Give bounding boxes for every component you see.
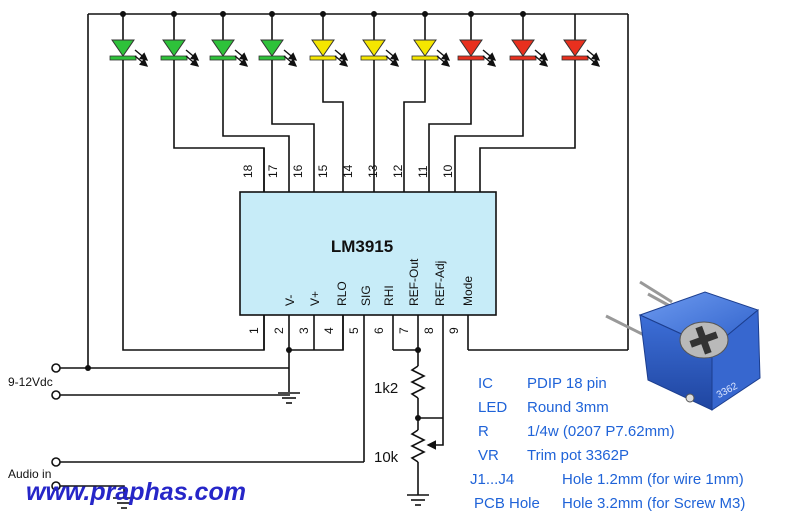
- signal-name: REF-Out: [407, 258, 421, 306]
- pin-number: 14: [341, 164, 355, 178]
- spec-key: LED: [478, 399, 507, 416]
- ic-body: [239, 191, 497, 316]
- pin-number: 15: [316, 164, 330, 178]
- pin-number: 13: [366, 164, 380, 178]
- spec-value: 1/4w (0207 P7.62mm): [527, 423, 675, 440]
- pin-number: 9: [447, 327, 461, 334]
- ground-symbol: [278, 392, 300, 404]
- led-red: [561, 14, 601, 67]
- spec-key: J1...J4: [470, 471, 514, 488]
- signal-name: RLO: [335, 281, 349, 306]
- signal-name: Mode: [461, 276, 475, 306]
- signal-name: V-: [283, 295, 297, 306]
- top-pin-numbers: 18 17 16 15 14 13 12 11 10: [241, 164, 455, 178]
- ic-signal-names: V- V+ RLO SIG RHI REF-Out REF-Adj Mode: [283, 258, 475, 306]
- led-green: [209, 14, 249, 67]
- pin-number: 1: [247, 327, 261, 334]
- spec-key: PCB Hole: [474, 495, 540, 512]
- pin-number: 10: [441, 164, 455, 178]
- spec-value: PDIP 18 pin: [527, 375, 607, 392]
- led-yellow: [360, 14, 400, 67]
- ground-symbol: [113, 497, 135, 509]
- pin-number: 4: [322, 327, 336, 334]
- spec-value: Hole 3.2mm (for Screw M3): [562, 495, 745, 512]
- signal-name: V+: [308, 291, 322, 306]
- led-wiring: [122, 62, 576, 351]
- trimpot-illustration: 3362: [605, 280, 761, 411]
- ground-symbol: [407, 494, 429, 506]
- led-yellow: [309, 14, 349, 67]
- audio-label: Audio in: [8, 467, 51, 481]
- signal-name: SIG: [359, 285, 373, 306]
- ic-name: LM3915: [331, 237, 393, 256]
- pin-number: 3: [297, 327, 311, 334]
- pin-number: 6: [372, 327, 386, 334]
- led-red: [509, 14, 549, 67]
- led-red: [457, 14, 497, 67]
- signal-name: REF-Adj: [433, 261, 447, 306]
- bottom-pin-numbers: 1 2 3 4 5 6 7 8 9: [247, 327, 461, 334]
- spec-key: IC: [478, 375, 493, 392]
- spec-key: R: [478, 423, 489, 440]
- led-green: [160, 14, 200, 67]
- led-yellow: [411, 14, 451, 67]
- signal-name: RHI: [382, 285, 396, 306]
- led-green: [258, 14, 298, 67]
- led-green: [109, 14, 149, 67]
- spec-key: VR: [478, 447, 499, 464]
- pin-number: 16: [291, 164, 305, 178]
- pin-number: 8: [422, 327, 436, 334]
- spec-value: Trim pot 3362P: [527, 447, 629, 464]
- pin-number: 11: [416, 165, 430, 178]
- pot-label: 10k: [374, 449, 399, 466]
- junction-dots: [85, 11, 526, 421]
- resistor-label: 1k2: [374, 380, 398, 397]
- terminals: [51, 363, 61, 491]
- supply-label: 9-12Vdc: [8, 375, 53, 389]
- spec-value: Hole 1.2mm (for wire 1mm): [562, 471, 744, 488]
- led-bar-graph: [109, 14, 601, 67]
- spec-value: Round 3mm: [527, 399, 609, 416]
- pin-number: 18: [241, 164, 255, 178]
- website-watermark: www.praphas.com: [26, 478, 246, 506]
- pin-number: 7: [397, 327, 411, 334]
- bottom-wiring: [60, 315, 628, 498]
- pin-number: 5: [347, 327, 361, 334]
- pin-number: 12: [391, 164, 405, 178]
- pin-number: 2: [272, 327, 286, 334]
- pin-number: 17: [266, 164, 280, 178]
